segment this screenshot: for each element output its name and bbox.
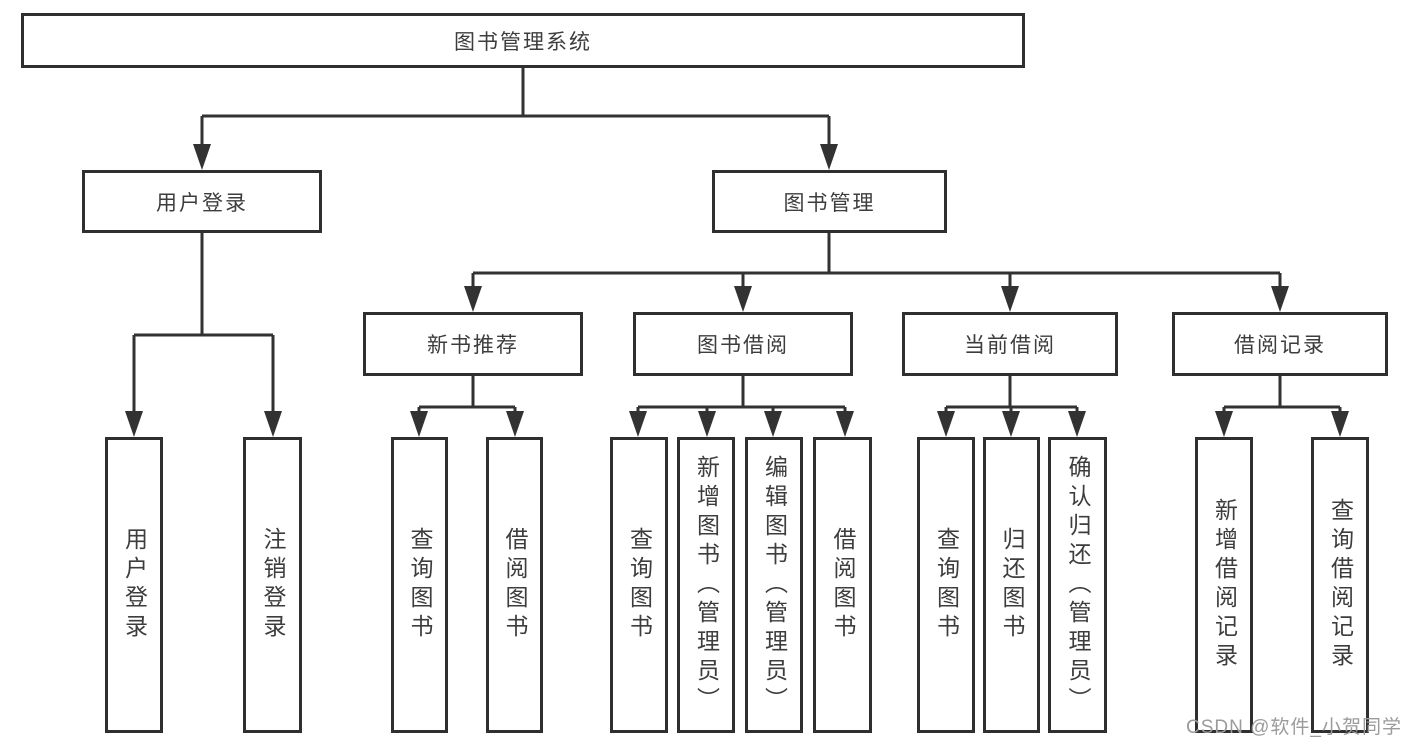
- leaf-current-return-books-label: 归还图书: [999, 527, 1025, 643]
- arrowhead: [1068, 411, 1086, 437]
- leaf-borrow-borrow-books-label: 借阅图书: [830, 527, 856, 643]
- connector-book-borrow-children: [629, 376, 854, 437]
- connector-root-to-level2: [193, 68, 838, 170]
- node-book-management: 图书管理: [712, 170, 947, 233]
- leaf-borrow-query-books: 查询图书: [610, 437, 668, 733]
- leaf-user-login-label: 用户登录: [121, 527, 148, 643]
- leaf-current-confirm-return-admin-label: 确认归还（管理员）: [1065, 454, 1091, 716]
- leaf-records-query-record-label: 查询借阅记录: [1327, 498, 1354, 672]
- leaf-records-add-record: 新增借阅记录: [1195, 437, 1253, 733]
- leaf-current-query-books: 查询图书: [917, 437, 975, 733]
- leaf-borrow-add-books-admin-label: 新增图书（管理员）: [693, 454, 720, 716]
- arrowhead: [125, 411, 143, 437]
- arrowhead: [1331, 411, 1349, 437]
- arrowhead: [764, 411, 782, 437]
- arrowhead: [734, 286, 752, 312]
- arrowhead: [264, 411, 282, 437]
- connector-user-login-children: [125, 233, 282, 437]
- arrowhead: [836, 411, 854, 437]
- arrowhead: [1002, 411, 1020, 437]
- leaf-records-add-record-label: 新增借阅记录: [1211, 498, 1238, 672]
- leaf-newbook-query-books-label: 查询图书: [407, 527, 433, 643]
- arrowhead: [410, 411, 428, 437]
- node-borrow-records: 借阅记录: [1172, 312, 1388, 376]
- arrowhead: [506, 411, 524, 437]
- arrowhead: [1215, 411, 1233, 437]
- arrowhead: [1001, 286, 1019, 312]
- leaf-user-login: 用户登录: [105, 437, 163, 733]
- connector-borrow-records-children: [1215, 376, 1349, 437]
- leaf-borrow-borrow-books: 借阅图书: [813, 437, 872, 733]
- csdn-watermark: CSDN @软件_小贺同学: [1186, 717, 1402, 738]
- leaf-newbook-borrow-books-label: 借阅图书: [502, 527, 528, 643]
- leaf-logout: 注销登录: [243, 437, 302, 733]
- leaf-borrow-edit-books-admin-label: 编辑图书（管理员）: [761, 454, 788, 716]
- connector-new-book-recommend-children: [410, 376, 524, 437]
- arrowhead: [698, 411, 716, 437]
- node-system-root: 图书管理系统: [21, 13, 1025, 68]
- connector-book-management-children: [464, 233, 1289, 312]
- leaf-current-return-books: 归还图书: [983, 437, 1040, 733]
- leaf-borrow-edit-books-admin: 编辑图书（管理员）: [745, 437, 803, 733]
- node-new-book-recommend: 新书推荐: [363, 312, 583, 376]
- leaf-newbook-query-books: 查询图书: [391, 437, 448, 733]
- leaf-current-confirm-return-admin: 确认归还（管理员）: [1048, 437, 1107, 733]
- leaf-logout-label: 注销登录: [260, 527, 286, 643]
- leaf-newbook-borrow-books: 借阅图书: [486, 437, 543, 733]
- arrowhead: [820, 144, 838, 170]
- arrowhead: [1271, 286, 1289, 312]
- node-current-borrow: 当前借阅: [902, 312, 1118, 376]
- leaf-current-query-books-label: 查询图书: [933, 527, 960, 643]
- leaf-borrow-query-books-label: 查询图书: [626, 527, 653, 643]
- arrowhead: [193, 144, 211, 170]
- connector-current-borrow-children: [937, 376, 1086, 437]
- arrowhead: [629, 411, 647, 437]
- arrowhead: [464, 286, 482, 312]
- arrowhead: [937, 411, 955, 437]
- leaf-borrow-add-books-admin: 新增图书（管理员）: [677, 437, 735, 733]
- leaf-records-query-record: 查询借阅记录: [1311, 437, 1369, 733]
- node-book-borrow: 图书借阅: [633, 312, 853, 376]
- node-user-login: 用户登录: [82, 170, 322, 233]
